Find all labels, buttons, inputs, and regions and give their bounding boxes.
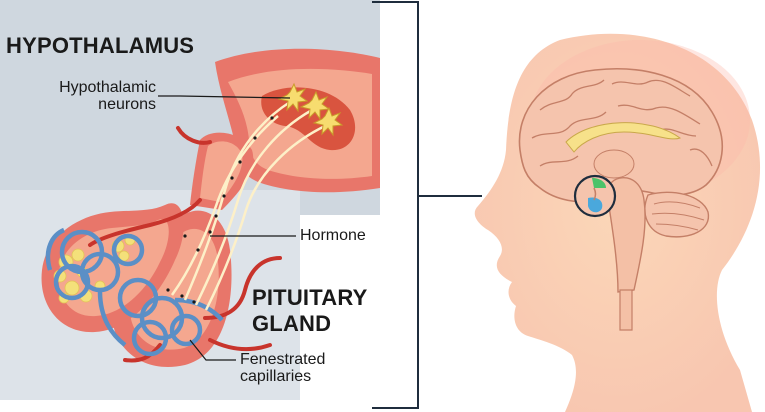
thalamus — [593, 149, 635, 179]
pituitary-label-line1: PITUITARY — [252, 285, 368, 310]
fenestrated-capillaries — [45, 227, 224, 357]
pituitary-marker — [588, 197, 603, 213]
capillaries-label-line2: capillaries — [240, 367, 312, 385]
pituitary-gland-label: PITUITARY GLAND — [252, 286, 367, 335]
hypothalamic-nucleus — [261, 87, 356, 151]
neuron-axons — [170, 100, 326, 311]
brain-gyri — [531, 79, 713, 167]
capillaries-label-line1: Fenestrated — [240, 351, 326, 368]
pituitary-label-line2: GLAND — [252, 311, 332, 337]
callout-lines — [158, 95, 296, 361]
head-illustration — [474, 33, 760, 412]
pituitary-stalk-inner — [200, 141, 243, 202]
cerebellum-folia — [651, 201, 705, 231]
neuron-cell-bodies — [277, 82, 344, 137]
neurons-leader — [158, 95, 291, 99]
hypothalamus-marker — [592, 178, 606, 188]
hormone-granules — [166, 116, 274, 304]
blood-vessels — [88, 126, 282, 363]
fenestrated-capillaries-label: Fenestrated capillaries — [240, 351, 326, 386]
corpus-callosum — [565, 122, 682, 153]
spinal-cord — [619, 289, 633, 331]
brain-outline — [518, 68, 724, 203]
hypothalamus-heading: HYPOTHALAMUS — [6, 33, 195, 58]
hormone-label: Hormone — [300, 227, 366, 244]
capillaries-leader — [189, 339, 236, 361]
hypothalamic-neurons-label: Hypothalamic neurons — [30, 79, 156, 114]
stalk-marker — [593, 187, 597, 201]
neurons-label-line1: Hypothalamic — [59, 79, 156, 96]
neurons-label-line2: neurons — [98, 95, 156, 113]
cerebellum — [644, 191, 710, 238]
bracket — [372, 1, 482, 409]
